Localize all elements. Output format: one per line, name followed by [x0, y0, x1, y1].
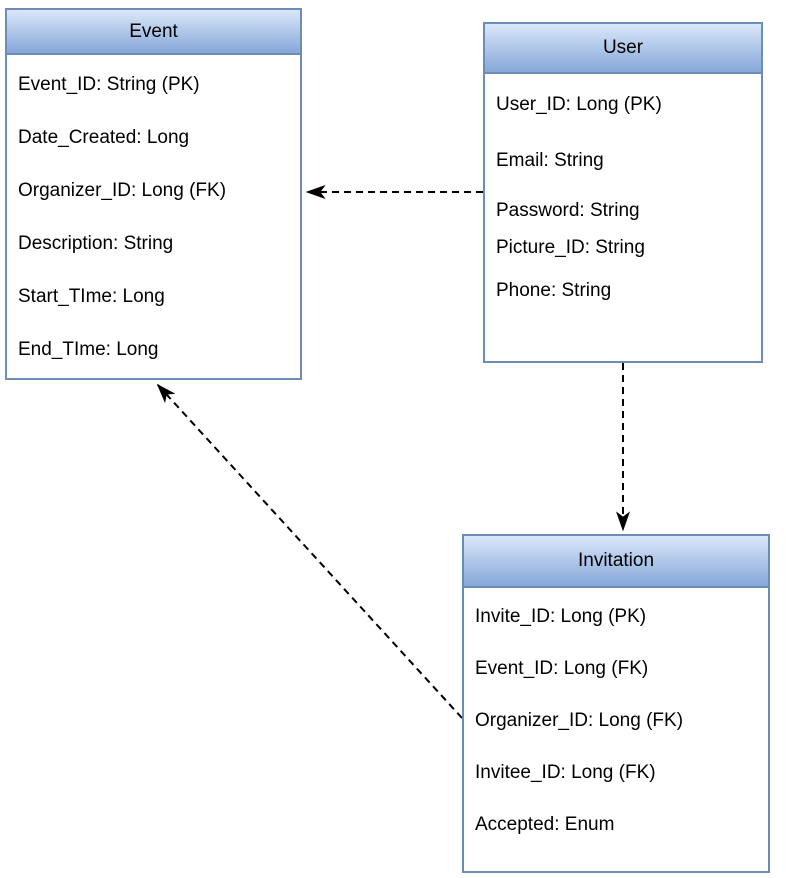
- field-date-created: Date_Created: Long: [18, 126, 190, 148]
- field-organizer-id: Organizer_ID: Long (FK): [18, 179, 227, 201]
- entity-invitation: Invitation Invite_ID: Long (PK) Event_ID…: [462, 534, 770, 873]
- arrow-invitation-to-event: [156, 383, 463, 719]
- entity-user-title: User: [485, 24, 761, 74]
- field-invitee-id: Invitee_ID: Long (FK): [475, 762, 656, 783]
- field-end-time: End_TIme: Long: [18, 338, 159, 360]
- entity-event-fields: Event_ID: String (PK) Date_Created: Long…: [7, 55, 300, 376]
- entity-event-title: Event: [7, 10, 300, 55]
- field-accepted: Accepted: Enum: [475, 814, 615, 835]
- entity-user: User User_ID: Long (PK) Email: String Pa…: [483, 22, 763, 363]
- field-user-id: User_ID: Long (PK): [496, 94, 662, 115]
- entity-user-fields: User_ID: Long (PK) Email: String Passwor…: [485, 74, 761, 319]
- field-picture-id: Picture_ID: String: [496, 237, 645, 258]
- field-description: Description: String: [18, 232, 174, 254]
- entity-invitation-title: Invitation: [464, 536, 768, 588]
- entity-invitation-fields: Invite_ID: Long (PK) Event_ID: Long (FK)…: [464, 588, 768, 851]
- field-invite-id: Invite_ID: Long (PK): [475, 606, 647, 627]
- field-phone: Phone: String: [496, 280, 612, 301]
- field-email: Email: String: [496, 150, 604, 171]
- field-password: Password: String: [496, 200, 640, 221]
- entity-event: Event Event_ID: String (PK) Date_Created…: [5, 8, 302, 380]
- field-invitation-event-id: Event_ID: Long (FK): [475, 658, 649, 679]
- field-start-time: Start_TIme: Long: [18, 285, 165, 307]
- field-event-id: Event_ID: String (PK): [18, 73, 200, 95]
- field-invitation-organizer-id: Organizer_ID: Long (FK): [475, 710, 684, 731]
